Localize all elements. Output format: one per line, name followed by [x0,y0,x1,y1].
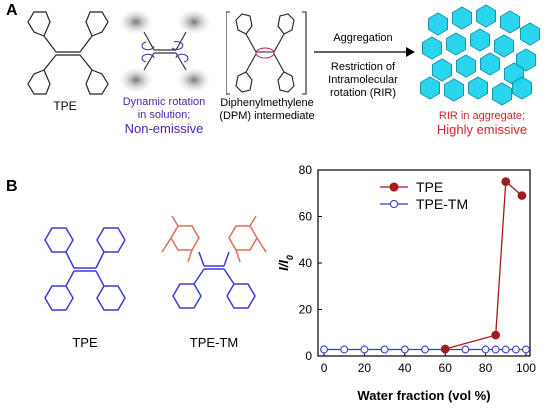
restriction-label-1: Restriction of [330,61,396,73]
panel-b-letter: B [6,178,18,195]
legend-label: TPE [416,179,443,195]
data-point-tpe-tm [491,345,500,354]
legend-label: TPE-TM [416,196,468,212]
aggregate-hexagon [452,6,472,30]
rir-label-1: RIR in aggregate; [438,110,526,122]
non-emissive-label: Non-emissive [124,121,204,136]
aggregate-hexagon [494,34,514,58]
aggregate-hexagon [420,76,440,100]
dynamic-rotation-label-1: Dynamic rotation [122,96,206,108]
data-point-tpe [440,344,450,354]
data-point-tpe-tm [360,345,369,354]
y-tick-label: 80 [299,163,313,177]
dpm-intermediate-structure [226,11,307,95]
aggregate-hexagon [422,36,442,60]
x-tick-label: 20 [358,361,372,375]
aggregate-cluster [420,4,540,106]
aggregation-label: Aggregation [333,32,393,44]
dynamic-rotation-structure [120,10,210,92]
aggregation-arrow [314,47,415,57]
tpe-label-b: TPE [72,335,98,350]
tpe-structure-b [44,227,126,311]
restriction-label-3: rotation (RIR) [329,87,397,99]
data-point-tpe-tm [522,345,530,354]
aggregate-hexagon [444,78,464,102]
x-tick-label: 40 [398,361,412,375]
tpe-tm-label: TPE-TM [189,335,239,350]
aggregate-hexagon [500,10,520,34]
x-tick-label: 60 [439,361,453,375]
panel-a-letter: A [6,2,18,19]
data-point-tpe-tm [400,345,409,354]
aggregate-hexagon [480,52,500,76]
aggregate-hexagon [470,28,490,52]
legend-marker [389,182,399,192]
data-point-tpe-tm [380,345,389,354]
aggregate-hexagon [520,22,540,46]
y-tick-label: 60 [299,210,313,224]
aggregate-hexagon [476,4,496,28]
aggregate-hexagon [446,32,466,56]
dynamic-rotation-label-2: in solution; [137,109,191,121]
aggregate-hexagon [516,48,536,72]
data-point-tpe [501,177,511,186]
data-point-tpe-tm [340,345,349,354]
dpm-label-2: (DPM) intermediate [219,110,315,122]
y-tick-label: 0 [305,349,312,363]
x-tick-label: 80 [479,361,493,375]
data-point-tpe [517,191,527,200]
data-point-tpe-tm [481,345,490,354]
aggregate-hexagon [432,58,452,82]
data-point-tpe-tm [511,345,520,354]
aggregate-hexagon [468,76,488,100]
data-point-tpe [491,330,501,340]
x-axis-label: Water fraction (vol %) [357,388,490,403]
tpe-tm-structure [161,215,267,309]
dpm-label-1: Diphenylmethylene [220,97,314,109]
aggregate-hexagon [428,12,448,36]
y-axis-label: I/I0 [276,255,295,271]
y-tick-label: 40 [299,256,313,270]
rir-label-2: Highly emissive [436,122,528,137]
y-tick-label: 20 [299,303,313,317]
tpe-structure-a [27,11,109,95]
data-point-tpe-tm [461,345,470,354]
data-point-tpe-tm [421,345,429,354]
x-tick-label: 100 [516,361,536,375]
series-line-tpe [445,180,523,350]
tpe-label-a: TPE [53,99,77,113]
aggregate-hexagon [456,54,476,78]
data-point-tpe-tm [501,345,510,354]
data-point-tpe-tm [320,345,329,354]
aggregate-hexagon [492,82,512,106]
legend-marker [389,199,399,209]
aggregate-hexagon [512,76,532,100]
restriction-label-2: Intramolecular [328,74,398,86]
x-tick-label: 0 [321,361,328,375]
